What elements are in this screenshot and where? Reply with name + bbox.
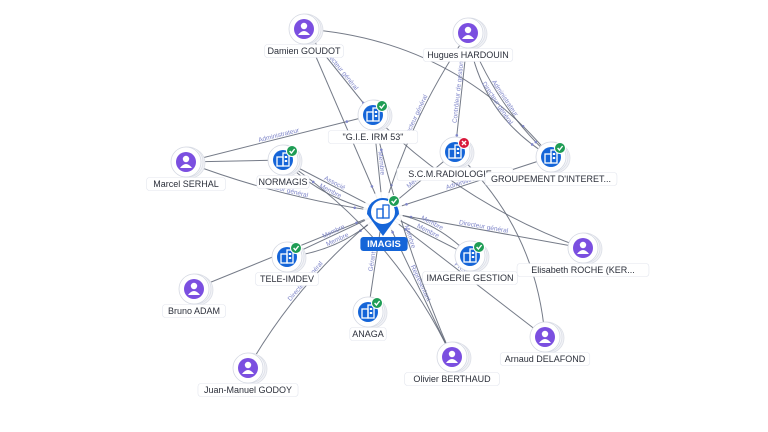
edge-arrow bbox=[405, 203, 408, 206]
node-label-text: Bruno ADAM bbox=[168, 306, 220, 316]
person-node-juan[interactable]: Juan-Manuel GODOY bbox=[197, 352, 299, 397]
node-label-text: Juan-Manuel GODOY bbox=[204, 385, 292, 395]
node-label: Juan-Manuel GODOY bbox=[197, 383, 299, 397]
node-label: Bruno ADAM bbox=[162, 304, 226, 318]
node-label: "G.I.E. IRM 53" bbox=[327, 130, 419, 144]
building-icon bbox=[448, 144, 462, 159]
edge-arrow bbox=[380, 148, 383, 152]
check-icon bbox=[290, 242, 302, 254]
building-icon bbox=[280, 249, 294, 264]
person-icon bbox=[298, 22, 310, 35]
building-icon bbox=[366, 107, 380, 122]
edge-arrow bbox=[345, 120, 349, 123]
node-label-text: Elisabeth ROCHE (KER... bbox=[531, 265, 635, 275]
edge-label: Directeur général bbox=[458, 219, 509, 235]
person-icon bbox=[242, 361, 254, 374]
node-label-text: GROUPEMENT D'INTERET... bbox=[491, 174, 611, 184]
person-icon bbox=[577, 241, 589, 254]
check-icon bbox=[473, 241, 485, 253]
edge-arrow bbox=[370, 185, 374, 188]
building-icon bbox=[376, 204, 390, 219]
edge-label: Contrôleur de gestion bbox=[452, 61, 466, 124]
edge-line bbox=[372, 114, 453, 358]
person-node-bruno[interactable]: Bruno ADAM bbox=[162, 273, 226, 318]
nodes-layer: Damien GOUDOT Hugues HARDOUIN Marcel SERHA… bbox=[146, 13, 650, 397]
center-node-label: IMAGIS bbox=[360, 237, 408, 251]
building-icon bbox=[544, 149, 558, 164]
edge-line bbox=[247, 211, 384, 369]
edge-line bbox=[185, 161, 384, 213]
check-icon bbox=[371, 297, 383, 309]
person-node-arnaud[interactable]: Arnaud DELAFOND bbox=[499, 321, 591, 366]
edge-arrow bbox=[455, 134, 459, 137]
node-label: ANAGA bbox=[349, 327, 387, 341]
node-label-text: Marcel SERHAL bbox=[153, 179, 219, 189]
node-label: GROUPEMENT D'INTERET... bbox=[484, 172, 618, 186]
edge-arrow bbox=[353, 206, 357, 210]
node-label-text: ANAGA bbox=[352, 329, 384, 339]
node-label: Elisabeth ROCHE (KER... bbox=[516, 263, 650, 277]
cross-icon bbox=[458, 137, 470, 149]
person-node-olivier[interactable]: Olivier BERTHAUD bbox=[404, 341, 500, 386]
building-icon bbox=[463, 248, 477, 263]
node-label-text: Arnaud DELAFOND bbox=[505, 354, 586, 364]
node-label-text: Olivier BERTHAUD bbox=[413, 374, 491, 384]
building-icon bbox=[361, 304, 375, 319]
node-label-text: IMAGIS bbox=[367, 239, 401, 250]
edge-label: Administrateur bbox=[258, 127, 301, 144]
node-label-text: IMAGERIE GESTION bbox=[426, 273, 513, 283]
check-icon bbox=[376, 100, 388, 112]
node-label-text: Damien GOUDOT bbox=[267, 46, 341, 56]
edge-arrow bbox=[355, 221, 358, 225]
edge-label: Gérant bbox=[368, 251, 378, 272]
company-node-scm[interactable]: S.C.M.RADIOLOGIE ... bbox=[396, 136, 514, 181]
company-node-anaga[interactable]: ANAGA bbox=[349, 296, 388, 341]
company-node-normagis[interactable]: NORMAGIS bbox=[256, 144, 310, 189]
node-label: Olivier BERTHAUD bbox=[404, 372, 500, 386]
node-label: TELE-IMDEV bbox=[255, 272, 319, 286]
node-label: Marcel SERHAL bbox=[146, 177, 226, 191]
edge-line bbox=[303, 28, 552, 158]
person-node-damien[interactable]: Damien GOUDOT bbox=[264, 13, 344, 58]
company-node-teleimdev[interactable]: TELE-IMDEV bbox=[255, 241, 319, 286]
person-icon bbox=[539, 330, 551, 343]
company-node-imagerie[interactable]: IMAGERIE GESTION bbox=[422, 240, 518, 285]
node-label-text: TELE-IMDEV bbox=[260, 274, 314, 284]
person-icon bbox=[462, 26, 474, 39]
company-node-groupement[interactable]: GROUPEMENT D'INTERET... bbox=[484, 141, 618, 186]
check-icon bbox=[388, 195, 400, 207]
node-label: IMAGERIE GESTION bbox=[422, 271, 518, 285]
person-icon bbox=[188, 282, 200, 295]
node-label: Arnaud DELAFOND bbox=[499, 352, 591, 366]
edge-line bbox=[185, 114, 374, 163]
node-label-text: NORMAGIS bbox=[258, 177, 307, 187]
person-node-hugues[interactable]: Hugues HARDOUIN bbox=[422, 17, 514, 62]
person-icon bbox=[446, 350, 458, 363]
check-icon bbox=[286, 145, 298, 157]
edge-arrow bbox=[404, 228, 407, 231]
node-label: Damien GOUDOT bbox=[264, 44, 344, 58]
company-node-imagis[interactable]: IMAGIS bbox=[360, 192, 408, 251]
check-icon bbox=[554, 142, 566, 154]
edge-line bbox=[382, 156, 552, 213]
edge-juan-imagis: Directeur général bbox=[247, 211, 384, 369]
node-label: NORMAGIS bbox=[256, 175, 310, 189]
node-label-text: "G.I.E. IRM 53" bbox=[343, 132, 404, 142]
person-node-marcel[interactable]: Marcel SERHAL bbox=[146, 146, 226, 191]
node-label: Hugues HARDOUIN bbox=[422, 48, 514, 62]
edge-arrow bbox=[391, 231, 394, 234]
node-label-text: S.C.M.RADIOLOGIE ... bbox=[408, 169, 502, 179]
node-label-text: Hugues HARDOUIN bbox=[427, 50, 509, 60]
building-icon bbox=[276, 152, 290, 167]
person-icon bbox=[180, 155, 192, 168]
person-node-elisabeth[interactable]: Elisabeth ROCHE (KER... bbox=[516, 232, 650, 277]
edge-arrow bbox=[311, 180, 315, 184]
edge-arrow bbox=[530, 143, 534, 146]
edge-arrow bbox=[534, 140, 538, 144]
edge-label: Membre bbox=[376, 151, 385, 176]
company-node-gie[interactable]: "G.I.E. IRM 53" bbox=[327, 99, 419, 144]
